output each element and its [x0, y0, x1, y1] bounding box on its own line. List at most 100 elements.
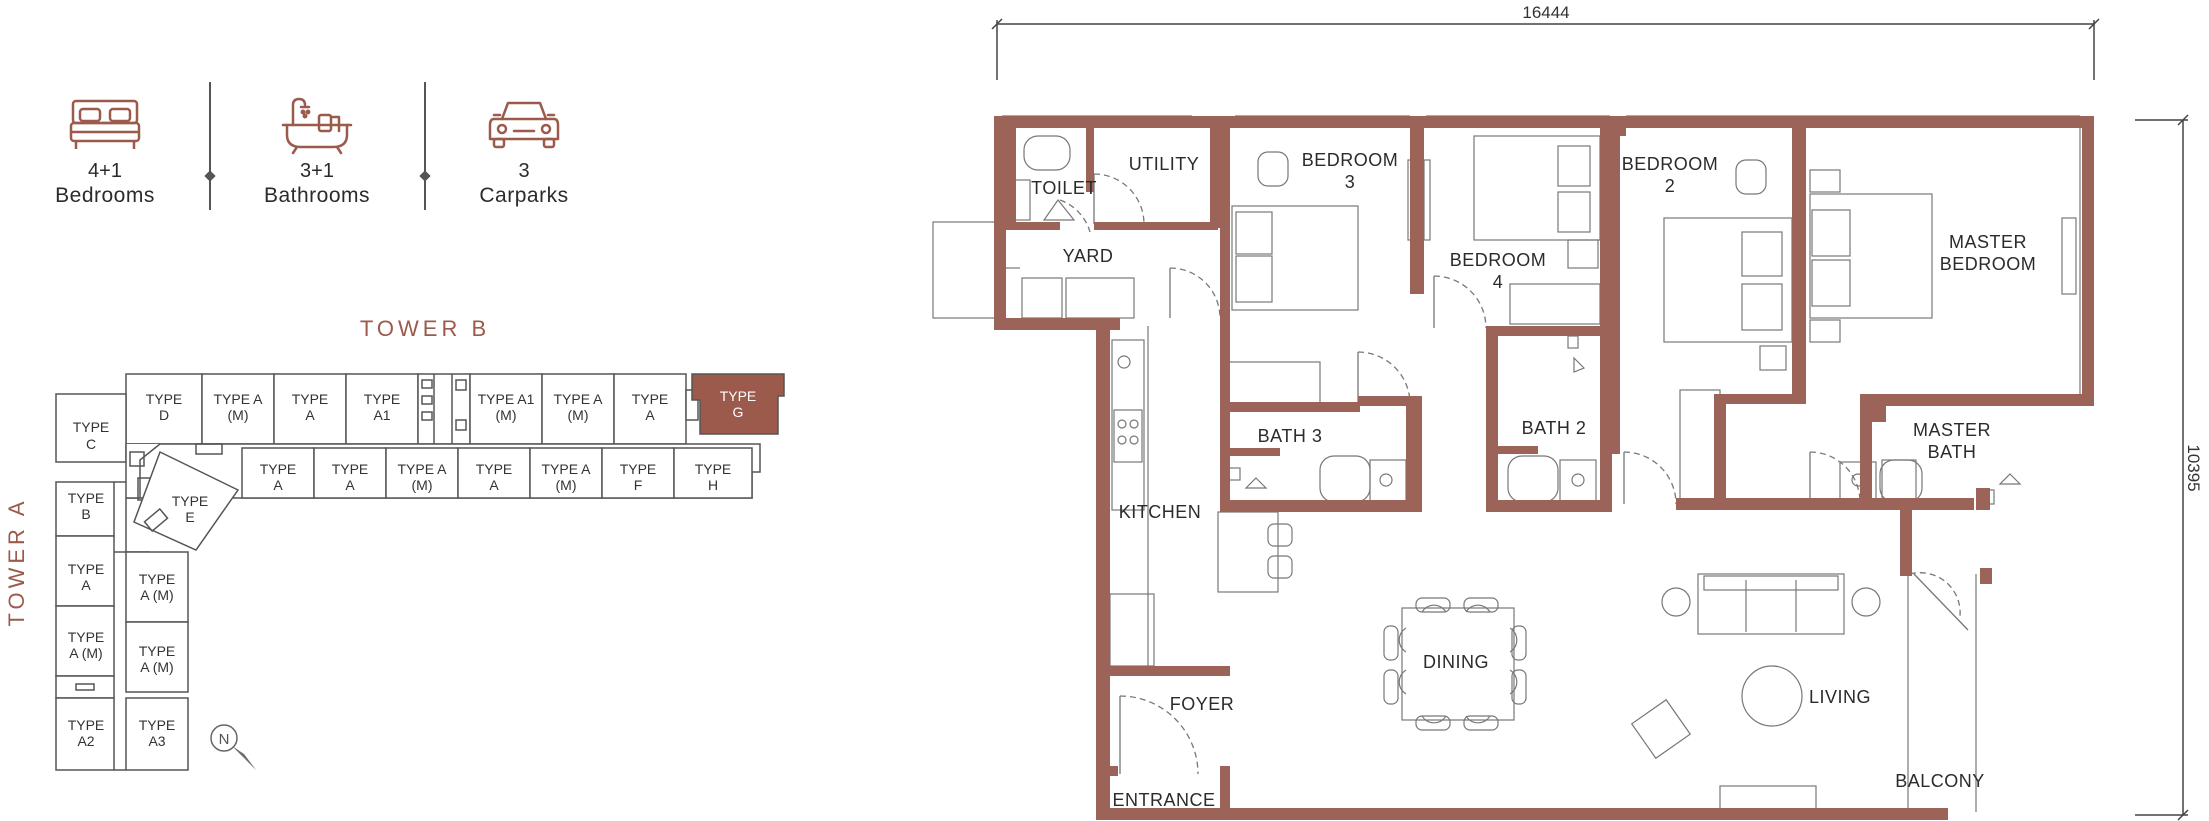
key-plan: TYPE D TYPE A (M) TYPE A TYPE A1 TYPE A1…	[4, 316, 785, 771]
unit-r-am1[interactable]	[125, 551, 189, 623]
unit-b-a2[interactable]	[613, 373, 687, 445]
unit-label: TYPE	[364, 391, 401, 407]
unit-l-f[interactable]	[601, 447, 675, 499]
unit-label: TYPE A	[213, 391, 263, 407]
unit-e[interactable]	[133, 450, 240, 551]
unit-b-g[interactable]	[691, 373, 785, 435]
room-entrance: ENTRANCE	[1112, 790, 1215, 810]
unit-label: TYPE	[68, 629, 105, 645]
room-kitchen: KITCHEN	[1119, 502, 1202, 522]
unit-label: TYPE	[632, 391, 669, 407]
tower-a-label: TOWER A	[4, 497, 29, 626]
unit-label: A	[81, 577, 91, 593]
bathtub-icon	[281, 97, 353, 155]
stat-bedrooms: 4+1 Bedrooms	[20, 95, 190, 209]
unit-label: D	[159, 407, 169, 423]
unit-label: (M)	[556, 477, 577, 493]
unit-label: TYPE	[139, 643, 176, 659]
unit-b-am2[interactable]	[541, 373, 615, 445]
unit-b-a1m[interactable]	[469, 373, 543, 445]
divider	[209, 82, 211, 210]
unit-l-am2[interactable]	[529, 447, 603, 499]
unit-l-a2[interactable]	[313, 447, 387, 499]
unit-label: A	[305, 407, 315, 423]
room-yard: YARD	[1063, 246, 1114, 266]
unit-b-c[interactable]	[55, 393, 127, 463]
divider-diamond	[419, 170, 431, 182]
width-dimension	[991, 18, 2100, 80]
unit-label: TYPE	[476, 461, 513, 477]
unit-label: TYPE A1	[478, 391, 535, 407]
room-foyer: FOYER	[1170, 694, 1235, 714]
unit-label: TYPE	[695, 461, 732, 477]
unit-l-h[interactable]	[673, 447, 753, 499]
unit-label: F	[634, 477, 643, 493]
bathrooms-count: 3+1	[300, 160, 334, 182]
unit-label: A	[273, 477, 283, 493]
bed-icon	[69, 99, 141, 149]
floor-plan: 16444 10395	[932, 3, 2203, 821]
unit-label: A (M)	[69, 645, 102, 661]
unit-label-highlight: TYPE	[720, 388, 757, 404]
unit-label: (M)	[412, 477, 433, 493]
bedrooms-label: Bedrooms	[55, 184, 155, 207]
stat-carparks: 3 Carparks	[439, 95, 609, 209]
carparks-label: Carparks	[479, 184, 569, 207]
unit-label: TYPE	[332, 461, 369, 477]
car-icon	[488, 101, 560, 149]
carparks-count: 3	[518, 160, 530, 182]
room-bath-3: BATH 3	[1258, 426, 1323, 446]
unit-a-am[interactable]	[55, 605, 115, 677]
unit-label: TYPE	[260, 461, 297, 477]
unit-label: TYPE A	[553, 391, 603, 407]
divider-diamond	[204, 170, 216, 182]
north-arrow-icon: N	[210, 724, 256, 770]
depth-dimension	[2135, 114, 2189, 821]
unit-label: C	[86, 436, 96, 452]
unit-label-highlight: G	[733, 404, 744, 420]
unit-b-d[interactable]	[125, 373, 203, 445]
room-bath-2: BATH 2	[1522, 418, 1587, 438]
unit-r-a3[interactable]	[125, 697, 189, 771]
unit-label: A3	[148, 733, 165, 749]
room-dining: DINING	[1423, 652, 1489, 672]
unit-label: A	[489, 477, 499, 493]
width-dimension-value: 16444	[1522, 3, 1569, 22]
unit-label: TYPE	[68, 717, 105, 733]
divider	[424, 82, 426, 210]
unit-l-a1[interactable]	[241, 447, 315, 499]
room-toilet: TOILET	[1031, 178, 1097, 198]
unit-label: (M)	[496, 407, 517, 423]
unit-label: TYPE	[68, 490, 105, 506]
room-balcony: BALCONY	[1895, 771, 1985, 791]
bedrooms-count: 4+1	[88, 160, 122, 182]
unit-label: (M)	[568, 407, 589, 423]
unit-label: TYPE	[139, 717, 176, 733]
bathrooms-label: Bathrooms	[263, 184, 371, 207]
unit-label: TYPE A	[541, 461, 591, 477]
unit-label: (M)	[228, 407, 249, 423]
unit-label: A (M)	[140, 659, 173, 675]
unit-label: A	[645, 407, 655, 423]
unit-label: TYPE	[146, 391, 183, 407]
stat-bathrooms: 3+1 Bathrooms	[232, 95, 402, 209]
unit-a-b[interactable]	[55, 481, 115, 537]
room-living: LIVING	[1809, 687, 1871, 707]
unit-label: TYPE	[73, 419, 110, 435]
unit-label: A2	[77, 733, 94, 749]
unit-label: TYPE	[139, 571, 176, 587]
unit-label: H	[708, 477, 718, 493]
unit-label: TYPE	[292, 391, 329, 407]
unit-label: E	[185, 509, 194, 525]
depth-dimension-value: 10395	[2184, 444, 2203, 491]
room-utility: UTILITY	[1129, 154, 1200, 174]
unit-a-a2[interactable]	[55, 697, 115, 771]
unit-label: TYPE	[620, 461, 657, 477]
unit-l-a3[interactable]	[457, 447, 531, 499]
unit-b-am1[interactable]	[201, 373, 275, 445]
unit-r-am2[interactable]	[125, 621, 189, 693]
walls	[994, 116, 2094, 820]
